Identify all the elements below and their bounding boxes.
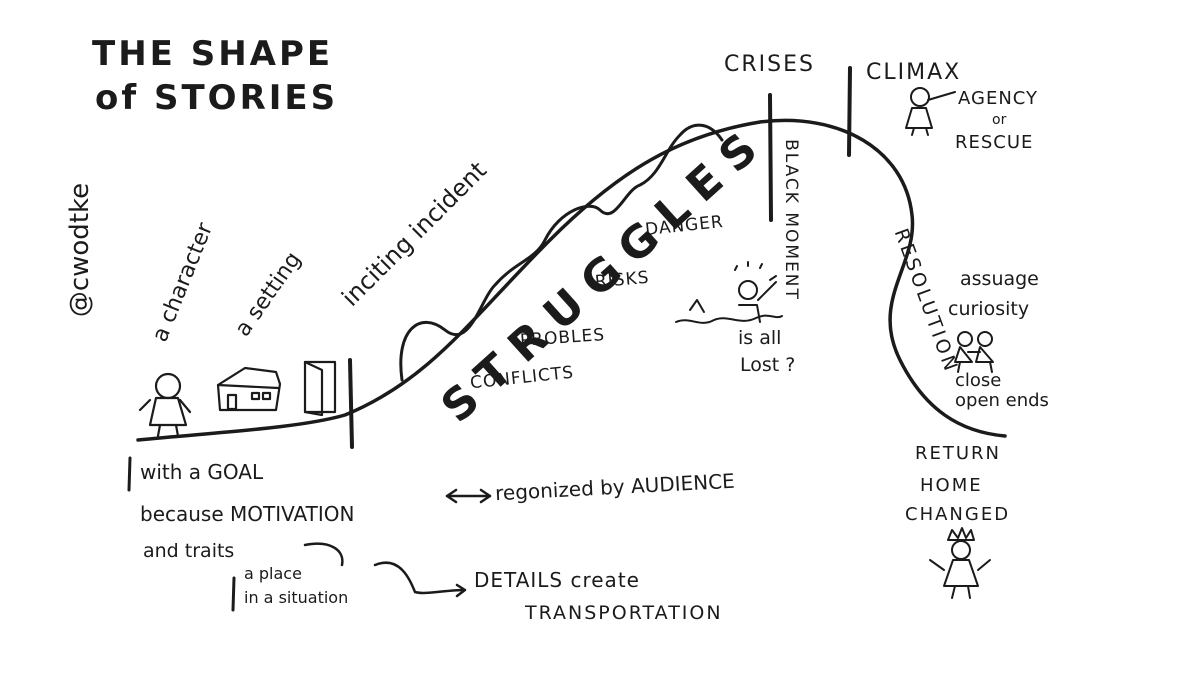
details-connector [373, 561, 467, 598]
return-line: RETURN [915, 443, 1002, 464]
struggles-wave [399, 123, 724, 382]
is-all-lost-line-1: is all [738, 327, 782, 349]
goal-note: with a GOAL [140, 460, 264, 484]
or-note: or [992, 112, 1007, 128]
assuage-line-1: assuage [960, 268, 1039, 290]
place-note-2: in a situation [244, 588, 349, 607]
details-note-1: DETAILS create [474, 568, 640, 592]
close-line-2: open ends [955, 390, 1049, 411]
crises-divider [768, 93, 773, 222]
character-figure [138, 372, 192, 438]
title-line-1: THE SHAPE [92, 34, 334, 74]
climax-figure [905, 87, 956, 136]
house-drawing [216, 366, 282, 412]
friends-figure [954, 331, 994, 373]
drowning-figure [675, 261, 783, 324]
place-note-1: a place [244, 564, 302, 583]
assuage-line-2: curiosity [948, 298, 1030, 320]
home-line: HOME [920, 475, 983, 496]
motivation-arrow [445, 488, 492, 504]
is-all-lost-line-2: Lost ? [740, 354, 796, 376]
climax-label: CLIMAX [866, 60, 962, 85]
place-tick [231, 576, 236, 612]
motivation-note: because MOTIVATION [140, 502, 355, 526]
crowned-figure [929, 527, 991, 599]
title-line-2: of STORIES [95, 78, 339, 118]
agency-note: AGENCY [958, 88, 1039, 109]
crises-label: CRISES [724, 52, 815, 77]
inciting-divider [348, 358, 354, 449]
rescue-note: RESCUE [955, 132, 1034, 153]
close-line-1: close [955, 370, 1002, 391]
changed-line: CHANGED [905, 504, 1011, 525]
details-note-2: TRANSPORTATION [525, 602, 723, 624]
traits-note: and traits [143, 540, 235, 562]
climax-divider [847, 66, 852, 157]
story-arc [136, 118, 1007, 442]
black-moment-label: BLACK MOMENT [780, 139, 801, 301]
door-drawing [303, 360, 337, 417]
goal-tick [127, 456, 132, 492]
traits-connector [303, 542, 344, 567]
author-handle: @cwodtke [65, 182, 95, 318]
